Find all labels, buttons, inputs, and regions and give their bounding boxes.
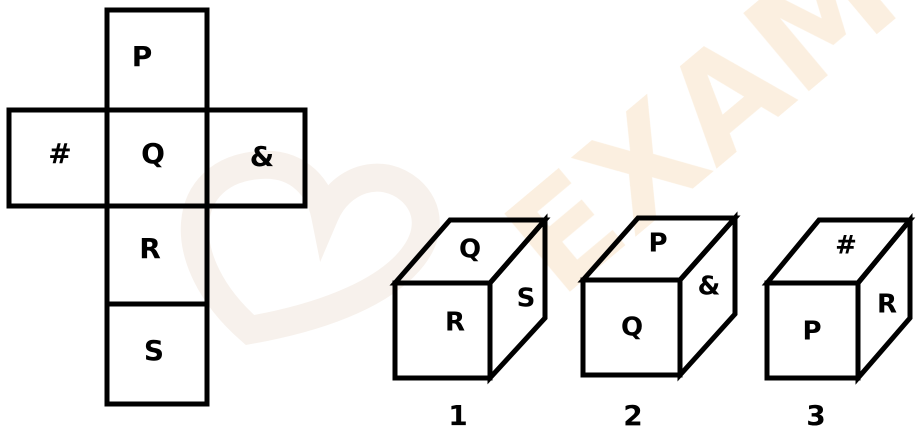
net-label-left: # xyxy=(48,137,71,170)
cube-3-front-label: P xyxy=(802,317,821,347)
net-face-bottom xyxy=(104,301,210,407)
cube-1-number: 1 xyxy=(448,399,467,432)
cube-1: Q R S 1 xyxy=(389,213,551,432)
cube-2-side-face xyxy=(677,211,738,382)
cube-1-side-face xyxy=(487,213,548,385)
cube-1-front-label: R xyxy=(445,308,465,338)
net-face-top xyxy=(104,7,210,113)
cube-2-top-label: P xyxy=(648,229,667,259)
cube-2: P Q & 2 xyxy=(577,211,741,432)
net-label-bottom: S xyxy=(144,334,164,367)
cube-net: P # Q & R S xyxy=(6,7,308,407)
cube-2-side-label: & xyxy=(698,272,721,302)
cube-1-front-face xyxy=(392,280,493,381)
net-label-top: P xyxy=(132,40,153,73)
cube-3-top-label: # xyxy=(835,231,857,261)
net-label-right: & xyxy=(250,140,274,173)
cube-3-side-face xyxy=(855,213,913,385)
watermark-heart-shape xyxy=(180,150,440,345)
cube-2-front-label: Q xyxy=(621,313,643,343)
net-label-below-center: R xyxy=(139,232,161,265)
cube-3-side-label: R xyxy=(877,290,897,320)
cube-3: # P R 3 xyxy=(761,213,916,432)
cube-2-number: 2 xyxy=(623,399,642,432)
net-label-center: Q xyxy=(141,137,165,170)
cube-1-side-label: S xyxy=(517,284,536,314)
net-face-right xyxy=(204,107,308,209)
cube-3-number: 3 xyxy=(806,399,825,432)
cube-1-top-label: Q xyxy=(459,235,481,265)
